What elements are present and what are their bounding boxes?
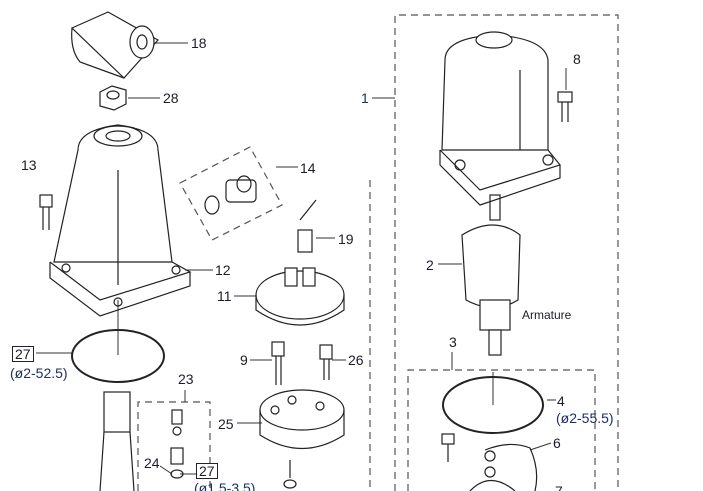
label-18: 18 <box>191 35 207 51</box>
part-4-oring <box>442 376 544 434</box>
part-6-lead-wire <box>441 433 538 491</box>
label-28: 28 <box>163 90 179 106</box>
part-2-armature <box>461 194 521 356</box>
label-1: 1 <box>361 90 369 106</box>
label-4: 4 <box>557 393 565 409</box>
part-13-bolt <box>39 194 53 230</box>
shaft <box>99 391 135 491</box>
label-13: 13 <box>21 157 37 173</box>
label-7: 7 <box>555 483 563 491</box>
label-23: 23 <box>178 371 194 387</box>
label-6: 6 <box>553 435 561 451</box>
label-9: 9 <box>240 352 248 368</box>
label-2: 2 <box>426 257 434 273</box>
part-9-bolt <box>271 341 285 385</box>
label-11: 11 <box>217 288 232 304</box>
label-3: 3 <box>449 334 457 350</box>
part-25-end-plate <box>259 389 345 489</box>
label-25: 25 <box>218 416 234 432</box>
part-19 <box>297 199 317 253</box>
part-18-cover <box>70 11 159 79</box>
part-8-screw <box>557 91 573 122</box>
part-26-bolt <box>319 344 333 380</box>
oring-4-spec: (ø2-55.5) <box>556 410 614 426</box>
part-12-housing <box>49 124 192 317</box>
armature-label: Armature <box>522 308 572 322</box>
label-24: 24 <box>144 455 160 471</box>
label-19: 19 <box>338 231 354 247</box>
part-28-nut <box>99 85 127 111</box>
label-8: 8 <box>573 51 581 67</box>
part-1-motor-housing <box>439 31 562 206</box>
label-27-small-oring: 27 <box>196 463 218 479</box>
part-27-oring <box>71 329 165 383</box>
label-27-oring: 27 <box>12 346 34 362</box>
part-14-valve <box>204 175 257 215</box>
group-outlines <box>137 14 619 491</box>
label-12: 12 <box>215 262 231 278</box>
label-14: 14 <box>300 160 316 176</box>
oring-27-small-spec: (ø1.5-3.5) <box>194 480 256 491</box>
part-11-brush-holder <box>255 267 345 326</box>
part-23-check-valve <box>170 409 184 479</box>
label-26: 26 <box>348 352 364 368</box>
oring-27-spec: (ø2-52.5) <box>10 365 68 381</box>
